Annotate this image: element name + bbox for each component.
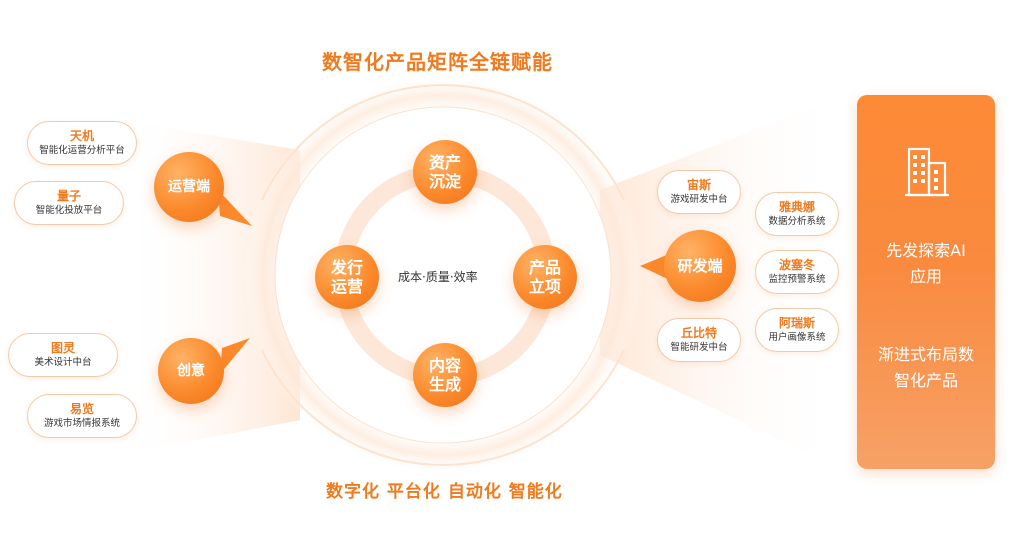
item-qiubite-desc: 智能研发中台 xyxy=(670,342,728,353)
hub-creative-tail xyxy=(220,338,250,374)
node-product: 产品 立项 xyxy=(513,245,577,309)
item-yilan-name: 易览 xyxy=(69,402,94,416)
item-bosaidong-name: 波塞冬 xyxy=(778,258,815,272)
center-text: 成本·质量·效率 xyxy=(398,270,478,284)
hub-operations-label: 运营端 xyxy=(168,178,210,195)
panel-text-products: 渐进式布局数 智化产品 xyxy=(877,345,974,390)
item-zhousi-name: 宙斯 xyxy=(686,178,711,192)
hub-creative-label: 创意 xyxy=(177,362,205,379)
item-tuling: 图灵 美术设计中台 xyxy=(8,333,118,377)
item-bosaidong: 波塞冬 监控预警系统 xyxy=(755,250,839,294)
hub-operations-tail xyxy=(218,190,252,226)
item-qiubite: 丘比特 智能研发中台 xyxy=(657,318,741,362)
node-product-label: 产品 立项 xyxy=(528,257,561,296)
panel-text-ai: 先发探索AI 应用 xyxy=(886,241,966,286)
ai-panel: 先发探索AI 应用 渐进式布局数 智化产品 xyxy=(857,95,995,469)
hub-operations: 运营端 xyxy=(154,152,224,222)
hub-creative: 创意 xyxy=(158,338,224,404)
item-bosaidong-desc: 监控预警系统 xyxy=(768,274,826,285)
node-asset-label: 资产 沉淀 xyxy=(428,152,461,191)
node-content: 内容 生成 xyxy=(413,343,477,407)
item-zhousi-desc: 游戏研发中台 xyxy=(670,194,728,205)
item-yilan: 易览 游戏市场情报系统 xyxy=(27,394,137,438)
item-qiubite-name: 丘比特 xyxy=(680,326,717,340)
item-yadianna: 雅典娜 数据分析系统 xyxy=(755,192,839,236)
item-yilan-desc: 游戏市场情报系统 xyxy=(43,418,120,429)
item-zhousi: 宙斯 游戏研发中台 xyxy=(657,170,741,214)
item-ruisi-name: 阿瑞斯 xyxy=(778,316,815,330)
item-yadianna-name: 雅典娜 xyxy=(778,200,815,214)
building-icon xyxy=(905,147,949,197)
item-tianji: 天机 智能化运营分析平台 xyxy=(27,121,137,165)
item-ruisi-desc: 用户画像系统 xyxy=(768,332,826,343)
item-liangzi-name: 量子 xyxy=(56,189,81,203)
item-tuling-desc: 美术设计中台 xyxy=(34,357,92,368)
title-bottom: 数字化 平台化 自动化 智能化 xyxy=(326,482,563,502)
item-ruisi: 阿瑞斯 用户画像系统 xyxy=(755,308,839,352)
item-yadianna-desc: 数据分析系统 xyxy=(768,216,826,227)
hub-rnd-label: 研发端 xyxy=(677,257,723,275)
item-tuling-name: 图灵 xyxy=(50,341,75,355)
hub-rnd: 研发端 xyxy=(664,230,736,302)
node-operation: 发行 运营 xyxy=(315,245,379,309)
item-liangzi-desc: 智能化投放平台 xyxy=(35,205,103,216)
node-asset: 资产 沉淀 xyxy=(413,140,477,204)
item-liangzi: 量子 智能化投放平台 xyxy=(14,181,124,225)
node-operation-label: 发行 运营 xyxy=(330,257,363,296)
item-tianji-desc: 智能化运营分析平台 xyxy=(39,145,125,156)
node-content-label: 内容 生成 xyxy=(428,355,461,394)
title-top: 数智化产品矩阵全链赋能 xyxy=(322,50,553,74)
item-tianji-name: 天机 xyxy=(69,129,94,143)
